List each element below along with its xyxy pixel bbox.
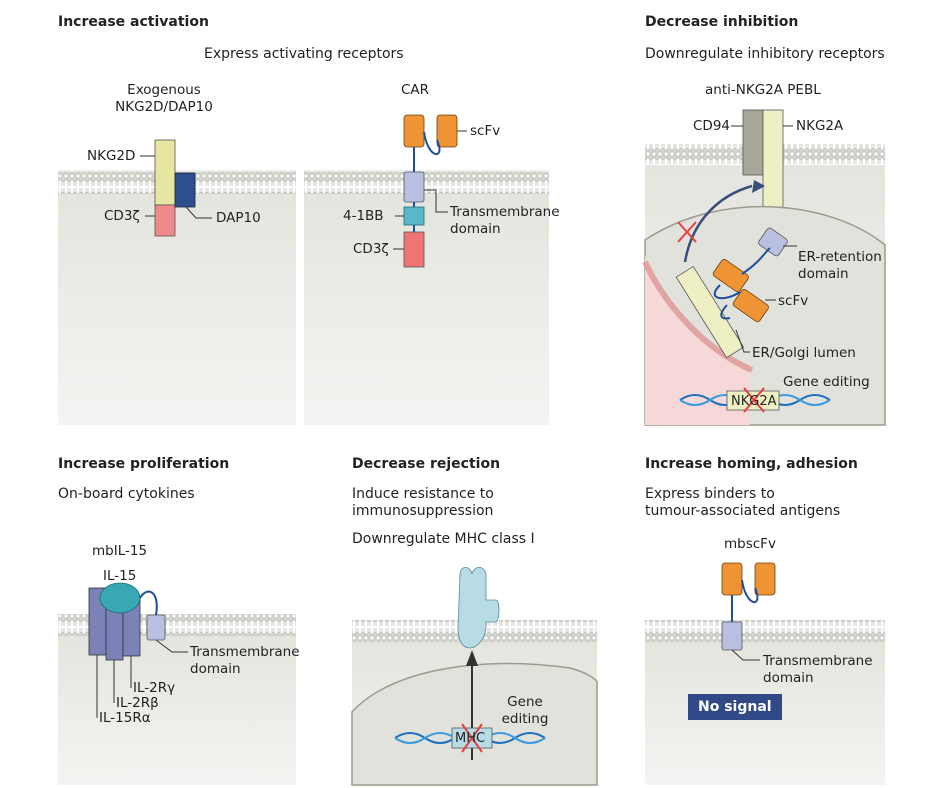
exogenous-nkg2d-dap10-label: Exogenous NKG2D/DAP10 <box>115 82 213 115</box>
proliferation-subtitle: On-board cytokines <box>58 486 195 502</box>
il15ra-label: IL-15Rα <box>99 710 151 726</box>
dap10-label: DAP10 <box>216 210 261 226</box>
homing-subtitle: Express binders to tumour-associated ant… <box>645 486 841 519</box>
membrane-activation-right <box>304 172 549 194</box>
rejection-subtitle-resistance: Induce resistance to immunosuppression <box>352 486 494 519</box>
nkg2a-domain <box>762 109 784 213</box>
rejection-subtitle-mhc: Downregulate MHC class I <box>352 531 535 547</box>
rejection-gene-editing-label: Gene editing <box>501 694 549 727</box>
rejection-heading: Decrease rejection <box>352 456 501 472</box>
car-scfv-label: scFv <box>470 123 501 139</box>
il15-cytokine <box>99 582 141 614</box>
il2rb-label: IL-2Rβ <box>116 695 159 711</box>
activation-subtitle: Express activating receptors <box>204 46 404 62</box>
pebl-scfv-label: scFv <box>778 293 809 309</box>
cd3z-label: CD3ζ <box>104 208 140 224</box>
pebl-scfv-2 <box>732 288 769 323</box>
nkg2a-label: NKG2A <box>796 118 844 134</box>
nkg2a-gene-label: NKG2A <box>731 394 777 409</box>
mbscfv-label: mbscFv <box>724 536 776 552</box>
proliferation-heading: Increase proliferation <box>58 456 230 472</box>
no-signal-badge: No signal <box>688 694 782 720</box>
mbil15-transmembrane-label: Transmembrane domain <box>190 644 300 677</box>
nkg2d-cd3z-domain <box>154 204 176 237</box>
pebl-scfv-1 <box>712 258 749 293</box>
car-41bb-label: 4-1BB <box>343 208 384 224</box>
mhc-class-i-molecule <box>457 566 500 649</box>
inhibition-heading: Decrease inhibition <box>645 14 799 30</box>
car-cd3z <box>403 231 425 268</box>
inhibition-gene-editing-label: Gene editing <box>783 374 870 390</box>
mbscfv-transmembrane-label: Transmembrane domain <box>763 653 873 686</box>
nkg2d-label: NKG2D <box>87 148 136 164</box>
pebl-nkg2a-bound <box>675 265 745 359</box>
car-cd3z-label: CD3ζ <box>353 241 389 257</box>
membrane-homing <box>645 620 885 642</box>
car-title: CAR <box>401 82 430 98</box>
er-golgi-lumen-label: ER/Golgi lumen <box>752 345 856 361</box>
cd94-domain <box>742 109 764 176</box>
il2rg-label: IL-2Rγ <box>133 680 176 696</box>
car-scfv-1 <box>403 114 425 148</box>
inhibition-subtitle: Downregulate inhibitory receptors <box>645 46 885 62</box>
activation-heading: Increase activation <box>58 14 209 30</box>
car-transmembrane <box>403 171 425 203</box>
car-transmembrane-label: Transmembrane domain <box>450 204 560 237</box>
mbil15-label: mbIL-15 <box>92 543 148 559</box>
il15-label: IL-15 <box>103 568 137 584</box>
car-scfv-2 <box>436 114 458 148</box>
car-41bb <box>403 206 425 226</box>
mbscfv-domain-2 <box>754 562 776 596</box>
mbil15-transmembrane <box>146 614 166 641</box>
nkg2d-domain <box>154 139 176 206</box>
homing-heading: Increase homing, adhesion <box>645 456 858 472</box>
er-retention-label: ER-retention domain <box>798 249 882 282</box>
dap10-domain <box>174 172 196 208</box>
cd94-label: CD94 <box>693 118 730 134</box>
mbscfv-transmembrane <box>721 621 743 651</box>
mhc-gene-label: MHC <box>455 731 486 746</box>
anti-nkg2a-pebl-title: anti-NKG2A PEBL <box>705 82 821 98</box>
mbscfv-domain-1 <box>721 562 743 596</box>
